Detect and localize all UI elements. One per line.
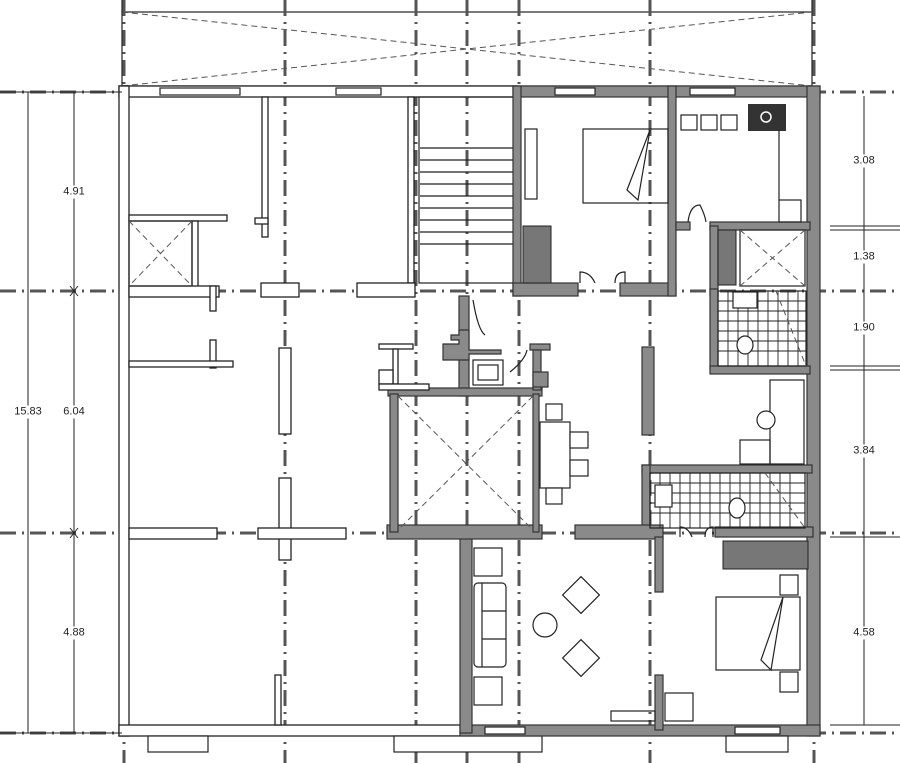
west-elevator-shaft	[128, 220, 193, 287]
dimension-right-3: 1.90	[852, 321, 876, 335]
dimension-right-5: 4.58	[852, 626, 876, 640]
dimension-right-1: 3.08	[852, 154, 876, 168]
staircase	[418, 96, 516, 284]
dimension-right-4: 3.84	[852, 444, 876, 458]
dimension-overall: 15.83	[13, 405, 43, 419]
exterior-walls-west	[118, 85, 543, 753]
dimension-left-3: 4.88	[62, 626, 86, 640]
dimension-lines-right	[830, 96, 900, 726]
living-furniture	[473, 547, 656, 722]
dining-set	[539, 403, 589, 505]
study	[739, 379, 805, 465]
void-atrium	[389, 393, 540, 533]
dimension-left-2: 6.04	[62, 405, 86, 419]
kitchen	[680, 104, 806, 287]
dimension-left-1: 4.91	[62, 185, 86, 199]
bedroom-south-furniture	[664, 526, 809, 722]
bathroom-north	[717, 290, 807, 367]
interior-walls-west	[128, 96, 416, 726]
bathroom-south	[649, 472, 806, 529]
exterior-walls-east	[386, 85, 821, 753]
dimension-right-2: 1.38	[852, 250, 876, 264]
bedroom-north-furniture	[522, 128, 669, 284]
central-core	[378, 295, 551, 397]
